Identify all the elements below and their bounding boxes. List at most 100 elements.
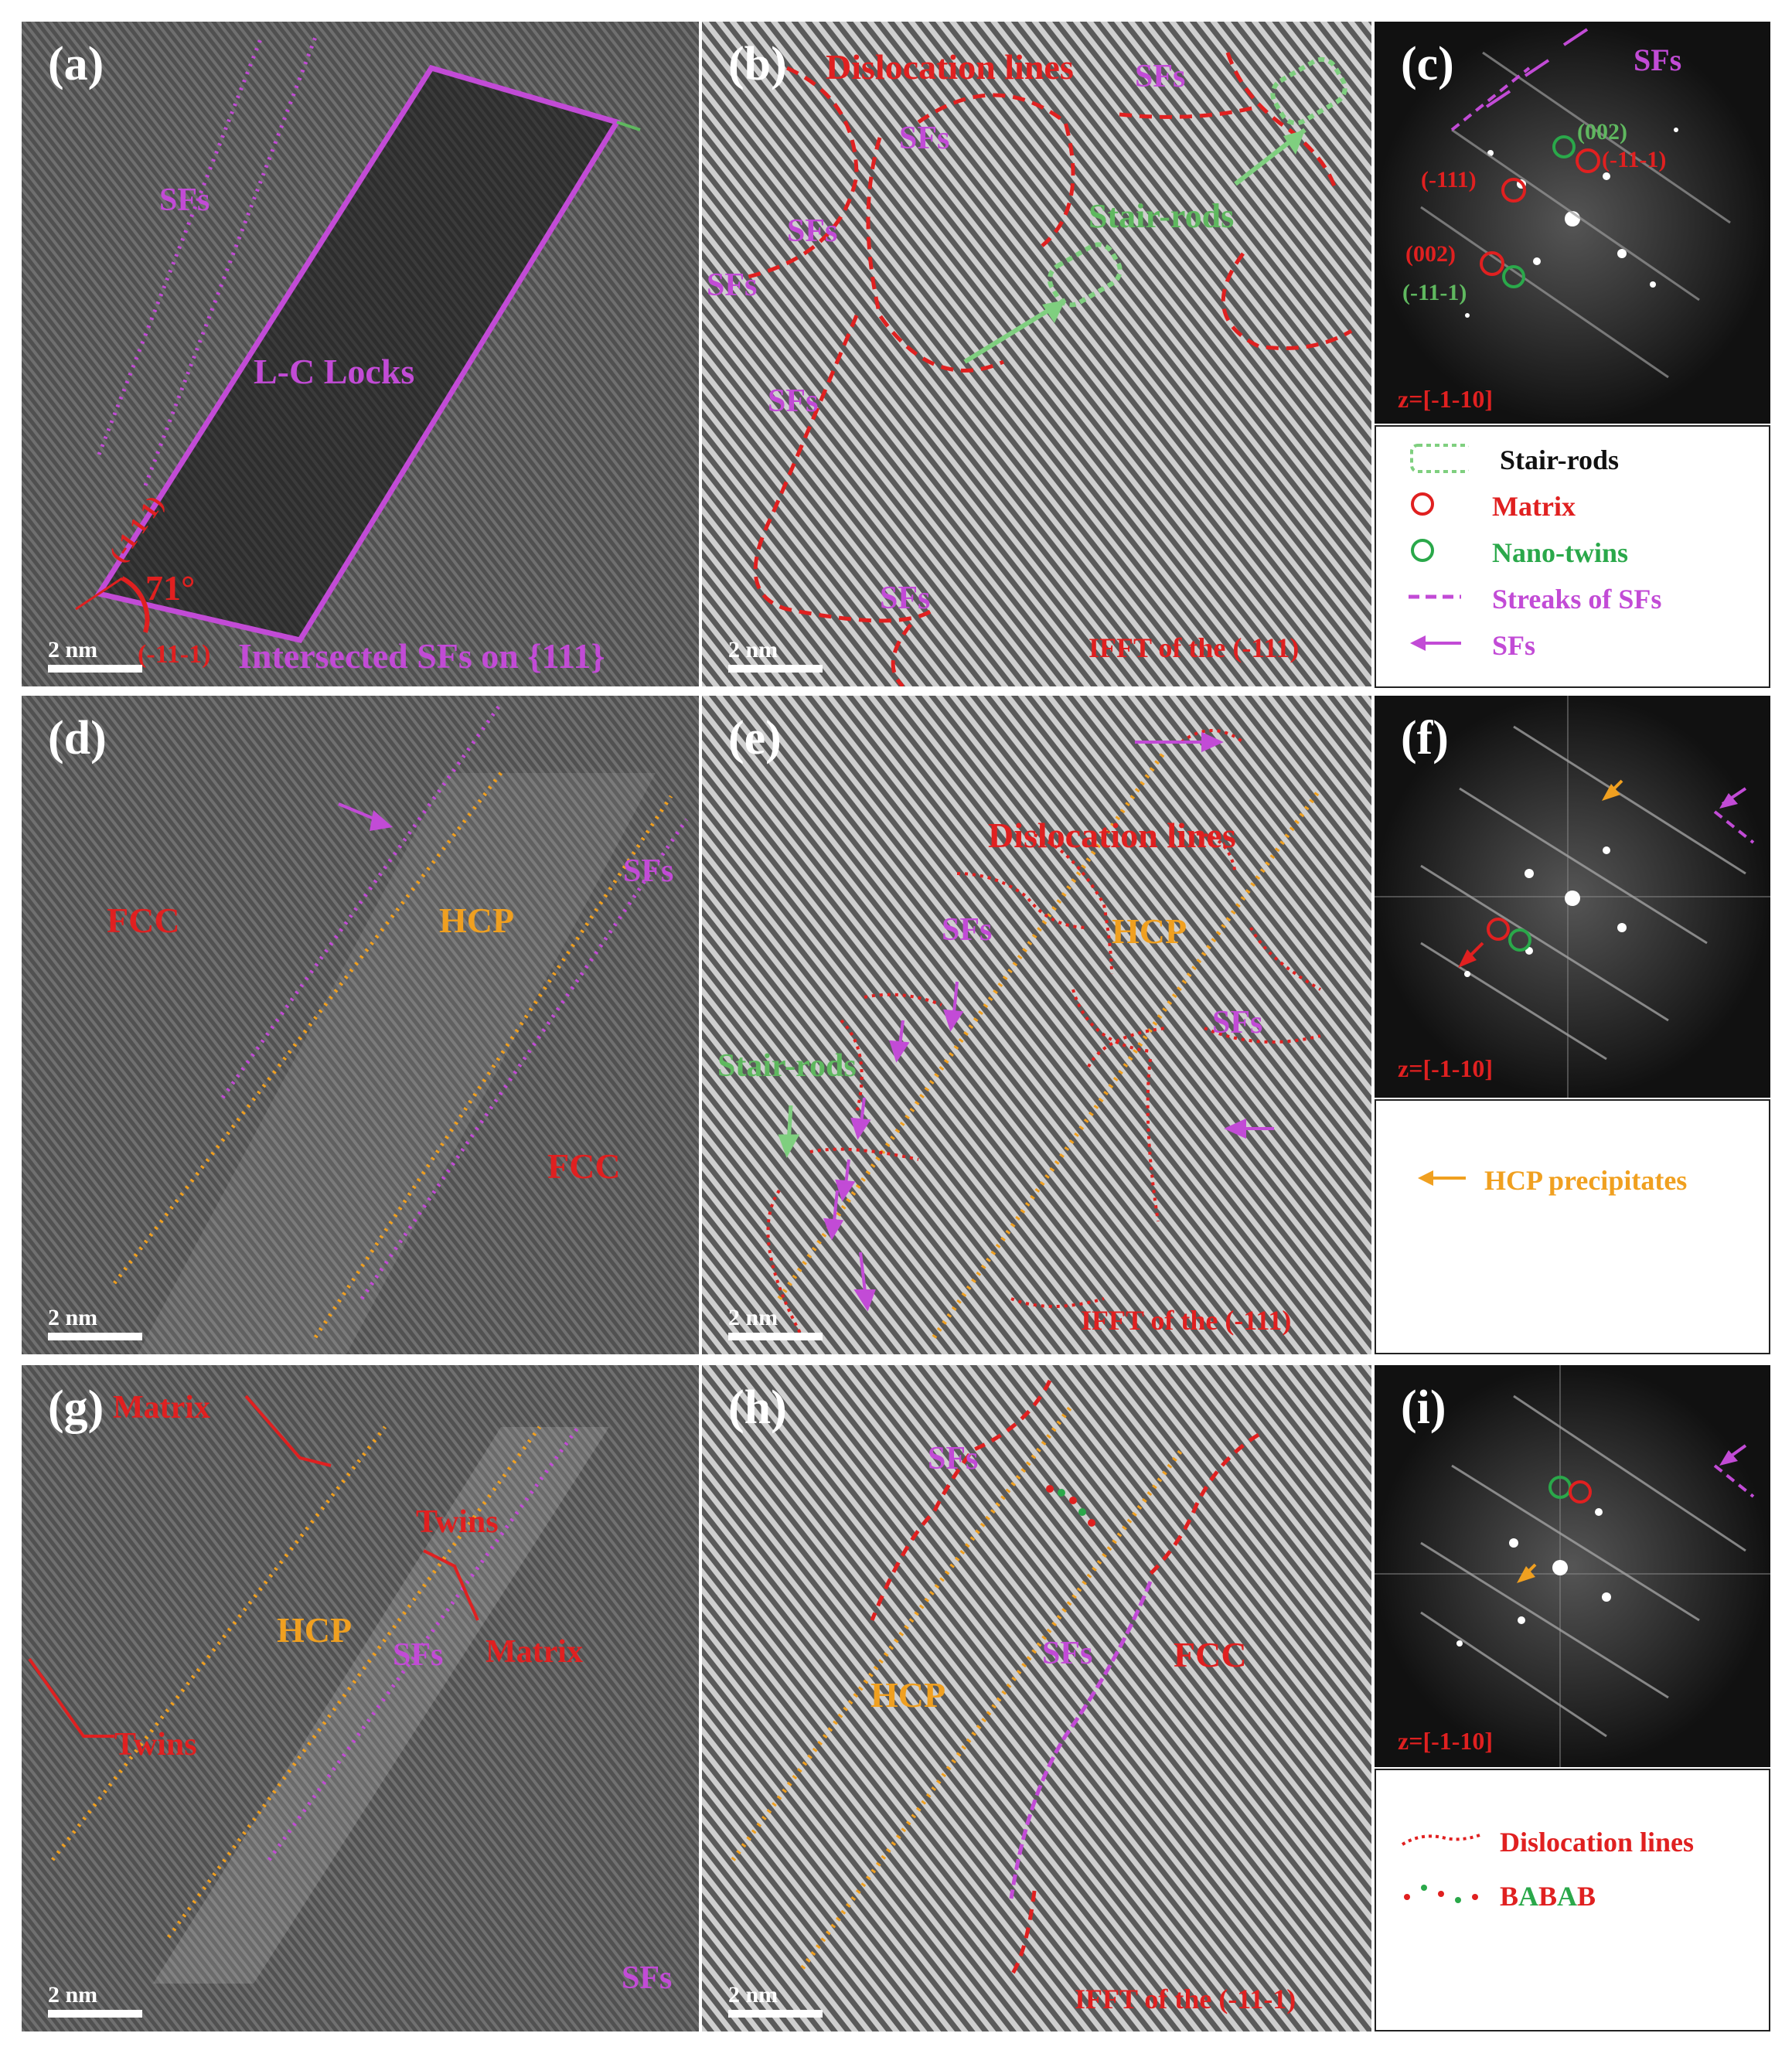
scale-bar-text: 2 nm: [728, 1982, 778, 2008]
letter-b: B: [1538, 1881, 1558, 1912]
dislocation-label: Dislocation lines: [826, 47, 1074, 87]
scale-bar-line: [48, 1333, 142, 1340]
legend-label: Stair-rods: [1500, 444, 1620, 475]
sfs-label: SFs: [1634, 43, 1682, 77]
twins-label-2: Twins: [114, 1727, 197, 1762]
legend-row-matrix: Matrix: [1376, 489, 1769, 522]
legend-row-stair-rods: Stair-rods: [1376, 442, 1769, 475]
zone-axis: z=[-1-10]: [1398, 385, 1494, 413]
scale-bar-line: [728, 2010, 823, 2018]
scale-bar: 2 nm: [728, 639, 823, 673]
sfs-label-1: SFs: [393, 1637, 444, 1673]
sfs-label-2: SFs: [899, 121, 950, 156]
panel-f-label: (f): [1401, 712, 1449, 765]
stair-rods-label: Stair-rods: [1088, 197, 1235, 235]
sfs-label-1: SFs: [1135, 59, 1186, 94]
panel-h-label: (h): [728, 1381, 787, 1434]
scale-bar: 2 nm: [728, 1306, 823, 1340]
panel-a-label: (a): [48, 38, 104, 90]
ifft-label: IFFT of the (-111): [1081, 1305, 1292, 1336]
sfs-label-4: SFs: [707, 267, 758, 303]
legend-row-babab: BABAB: [1376, 1878, 1769, 1912]
legend-f: HCP precipitates: [1375, 1099, 1770, 1354]
sfs-label-6: SFs: [880, 581, 931, 616]
sfs-label-1: SFs: [928, 1441, 979, 1476]
red-circle-icon: [1411, 492, 1434, 516]
stair-rods-label: Stair-rods: [717, 1048, 857, 1084]
fcc-label-1: FCC: [107, 901, 180, 940]
angle-label: 71°: [145, 568, 196, 608]
panel-b: (b) Dislocation lines SFs SFs SFs SFs SF…: [702, 22, 1371, 686]
sfs-label-2: SFs: [1042, 1636, 1093, 1671]
hcp-label: HCP: [870, 1675, 946, 1715]
spot-002-green: (002): [1577, 119, 1627, 145]
magenta-arrow-icon: [1410, 635, 1461, 651]
magenta-dash-icon: [1409, 594, 1461, 599]
sfs-label-2: SFs: [1212, 1005, 1263, 1040]
hcp-label: HCP: [277, 1610, 353, 1650]
scale-bar-line: [728, 665, 823, 673]
legend-row-streaks: Streaks of SFs: [1376, 581, 1769, 615]
sfs-label-3: SFs: [787, 213, 838, 249]
panel-a: (a) SFs L-C Locks (-1 1 1) 71° (-11-1) I…: [22, 22, 699, 686]
letter-b: B: [1500, 1881, 1519, 1912]
legend-row-nano-twins: Nano-twins: [1376, 535, 1769, 568]
scale-bar: 2 nm: [728, 1984, 823, 2018]
panel-i-label: (i): [1401, 1381, 1446, 1434]
scale-bar: 2 nm: [48, 1306, 142, 1340]
panel-f: (f) z=[-1-10]: [1375, 696, 1770, 1098]
intersected-label: Intersected SFs on {111}: [238, 636, 605, 676]
fcc-label: FCC: [1174, 1635, 1247, 1674]
ifft-label: IFFT of the (-111): [1088, 632, 1300, 663]
scale-bar: 2 nm: [48, 1984, 142, 2018]
sfs-label-1: SFs: [942, 912, 993, 948]
stair-rod-box-icon: [1410, 444, 1469, 473]
scale-bar-line: [728, 1333, 823, 1340]
legend-row-sfs: SFs: [1376, 628, 1769, 661]
legend-row-hcp: HCP precipitates: [1376, 1163, 1769, 1196]
orange-arrow-icon: [1418, 1170, 1466, 1186]
zone-axis: z=[-1-10]: [1398, 1054, 1494, 1082]
scale-bar-text: 2 nm: [48, 1982, 98, 2008]
panel-h: (h) SFs HCP SFs FCC IFFT of the (-11-1) …: [702, 1365, 1371, 2031]
scale-bar-line: [48, 2010, 142, 2018]
plane-label-2: (-11-1): [138, 640, 211, 669]
scale-bar: 2 nm: [48, 639, 142, 673]
panel-e-label: (e): [728, 712, 782, 765]
legend-label: HCP precipitates: [1484, 1165, 1688, 1196]
panel-d: (d) FCC HCP SFs FCC 2 nm: [22, 696, 699, 1354]
matrix-label-2: Matrix: [485, 1634, 583, 1670]
panel-e: (e) Dislocation lines SFs HCP SFs Stair-…: [702, 696, 1371, 1354]
sfs-label: SFs: [623, 853, 674, 889]
twins-label-1: Twins: [416, 1504, 499, 1540]
spot-002-red: (002): [1405, 241, 1456, 267]
legend-label-babab: BABAB: [1500, 1880, 1596, 1912]
panel-c: (c) SFs (002) (-111) (-11-1) (002) (-11-…: [1375, 22, 1770, 424]
legend-label: Matrix: [1492, 491, 1576, 522]
scale-bar-text: 2 nm: [728, 1305, 778, 1330]
legend-label: SFs: [1492, 630, 1536, 661]
scale-bar-text: 2 nm: [728, 637, 778, 662]
legend-c: Stair-rods Matrix Nano-twins Streaks of …: [1375, 425, 1770, 688]
spot-m111: (-111): [1421, 167, 1477, 192]
legend-label: Streaks of SFs: [1492, 584, 1662, 615]
sfs-label-2: SFs: [622, 1960, 673, 1996]
matrix-label-1: Matrix: [113, 1390, 210, 1425]
green-circle-icon: [1411, 539, 1434, 562]
panel-g: (g) Matrix Twins HCP SFs Matrix Twins SF…: [22, 1365, 699, 2031]
lc-locks-label: L-C Locks: [254, 352, 415, 391]
legend-i: Dislocation lines BABAB: [1375, 1769, 1770, 2031]
legend-label: Dislocation lines: [1500, 1827, 1695, 1858]
legend-row-dislocation: Dislocation lines: [1376, 1824, 1769, 1858]
zone-axis: z=[-1-10]: [1398, 1727, 1494, 1755]
scale-bar-text: 2 nm: [48, 637, 98, 662]
abab-dots-icon: [1404, 1885, 1478, 1903]
spot-m11m1-green: (-11-1): [1402, 280, 1467, 305]
scale-bar-text: 2 nm: [48, 1305, 98, 1330]
hcp-label: HCP: [439, 901, 515, 940]
panel-i: (i) z=[-1-10]: [1375, 1365, 1770, 1767]
scale-bar-line: [48, 665, 142, 673]
legend-label: Nano-twins: [1492, 537, 1629, 568]
spot-m11m1: (-11-1): [1602, 147, 1667, 172]
